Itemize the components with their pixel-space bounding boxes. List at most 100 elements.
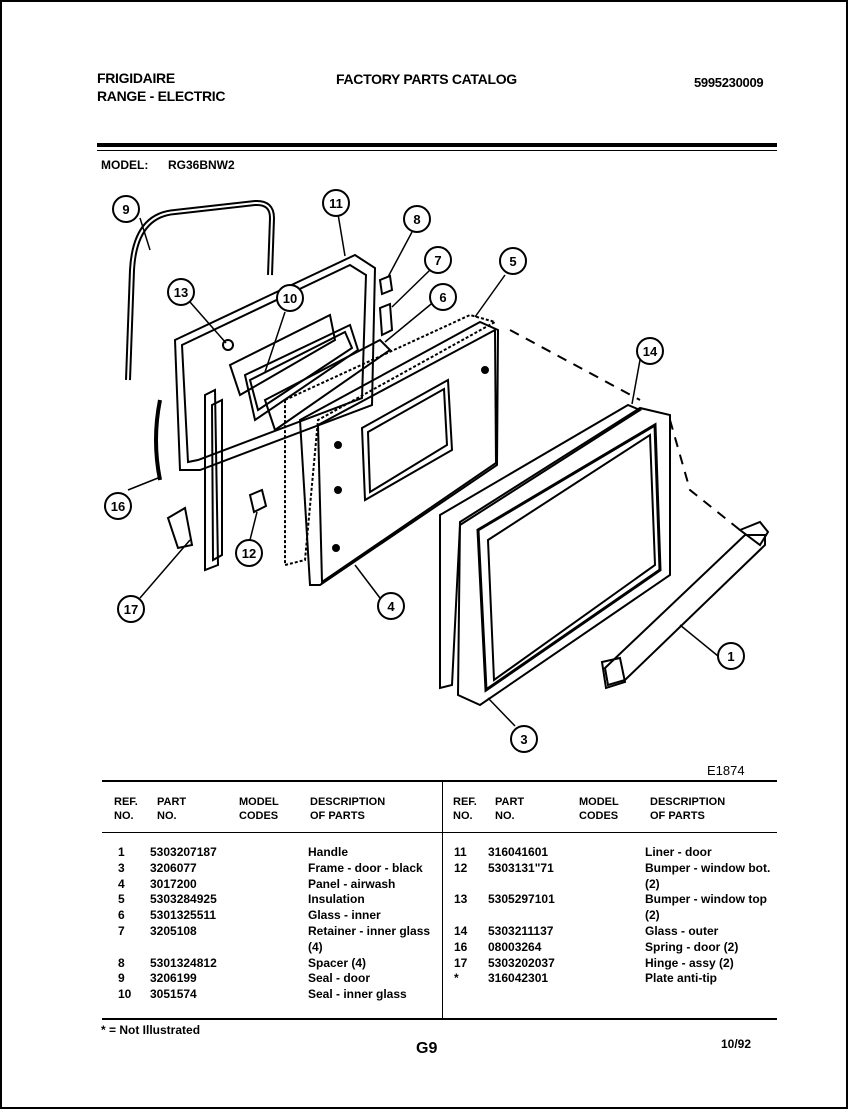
table-cell-desc: Spring - door (2) xyxy=(645,939,739,954)
svg-text:6: 6 xyxy=(439,290,446,305)
catalog-title: FACTORY PARTS CATALOG xyxy=(336,71,517,87)
table-cell-desc: Spacer (4) xyxy=(308,955,367,970)
table-cell-ref: 10 xyxy=(118,987,132,1002)
table-cell-ref: 7 xyxy=(118,924,125,938)
table-cell-desc: Liner - door xyxy=(645,845,712,859)
table-top-rule xyxy=(102,780,777,782)
table-cell-part: 316042301 xyxy=(488,971,549,986)
table-cell-part: 3051574 xyxy=(150,987,197,1002)
table-cell-part: 5303211137 xyxy=(488,924,554,938)
svg-text:1: 1 xyxy=(727,649,734,664)
table-cell-part: 5301324812 xyxy=(150,955,217,970)
callout-16: 16 xyxy=(104,492,132,520)
table-cell-ref: 11 xyxy=(454,845,467,859)
table-cell-ref: 4 xyxy=(118,876,125,891)
callout-8: 8 xyxy=(403,205,431,233)
table-cell-ref: 6 xyxy=(118,908,125,923)
table-cell-part: 5303207187 xyxy=(150,845,217,859)
callout-17: 17 xyxy=(117,595,145,623)
header-rule-thin xyxy=(97,150,777,151)
table-cell-part: 5303284925 xyxy=(150,892,217,907)
table-cell-ref: 12 xyxy=(454,860,468,875)
svg-text:9: 9 xyxy=(122,202,129,217)
table-cell-ref: 13 xyxy=(454,892,468,907)
table-cell-desc: Bumper - window bot. xyxy=(645,860,771,875)
header-ref-left: REF.NO. xyxy=(114,796,138,822)
model-number: RG36BNW2 xyxy=(168,158,235,172)
svg-text:11: 11 xyxy=(329,196,343,211)
callout-14: 14 xyxy=(636,337,664,365)
table-cell-ref: 5 xyxy=(118,892,125,907)
table-cell-desc: Seal - door xyxy=(308,971,371,986)
svg-text:10: 10 xyxy=(283,291,297,306)
table-cell-part: 3017200 xyxy=(150,876,197,891)
svg-text:4: 4 xyxy=(387,599,395,614)
table-cell-desc: Retainer - inner glass xyxy=(308,924,431,938)
table-cell-desc: Plate anti-tip xyxy=(645,971,718,986)
exploded-door-diagram: 9 11 8 7 5 6 13 10 14 16 12 17 4 1 3 xyxy=(104,189,770,753)
svg-text:8: 8 xyxy=(413,212,420,227)
table-cell-desc: Hinge - assy (2) xyxy=(645,955,734,970)
table-cell-ref: 16 xyxy=(454,939,468,954)
table-cell-desc: Handle xyxy=(308,845,349,859)
callout-1: 1 xyxy=(717,642,745,670)
brand-name: FRIGIDAIRE xyxy=(97,70,175,86)
table-divider xyxy=(442,780,443,1020)
callout-5: 5 xyxy=(499,247,527,275)
callout-7: 7 xyxy=(424,246,452,274)
footnote: * = Not Illustrated xyxy=(101,1023,201,1037)
callout-6: 6 xyxy=(429,283,457,311)
svg-text:14: 14 xyxy=(643,344,658,359)
table-cell-ref: 3 xyxy=(118,860,125,875)
table-cell-part: 5305297101 xyxy=(488,892,555,907)
svg-text:7: 7 xyxy=(434,253,441,268)
callout-13: 13 xyxy=(167,278,195,306)
svg-text:16: 16 xyxy=(111,499,125,514)
header-ref-right: REF.NO. xyxy=(453,796,477,822)
table-cell-ref: 17 xyxy=(454,955,468,970)
table-cell-ref: * xyxy=(454,971,459,986)
table-cell-desc: Bumper - window top xyxy=(645,892,767,907)
table-cell-part: 3206199 xyxy=(150,971,197,986)
table-cell-part: 08003264 xyxy=(488,939,542,954)
table-cell-part: 316041601 xyxy=(488,845,549,859)
table-cell-desc: (2) xyxy=(645,908,660,923)
table-cell-desc: Glass - inner xyxy=(308,908,381,923)
table-cell-part: 5301325511 xyxy=(150,908,217,923)
table-cell-desc: Panel - airwash xyxy=(308,876,396,891)
svg-text:5: 5 xyxy=(509,254,516,269)
callout-12: 12 xyxy=(235,539,263,567)
table-cell-part: 5303131"71 xyxy=(488,860,554,875)
catalog-number: 5995230009 xyxy=(694,75,764,90)
svg-text:13: 13 xyxy=(174,285,188,300)
callout-markers: 9 11 8 7 5 6 13 10 14 16 12 17 4 1 3 xyxy=(104,189,745,753)
table-cell-part: 3206077 xyxy=(150,860,197,875)
table-header-rule xyxy=(102,832,777,833)
callout-4: 4 xyxy=(377,592,405,620)
callout-3: 3 xyxy=(510,725,538,753)
callout-10: 10 xyxy=(276,284,304,312)
table-cell-part: 3205108 xyxy=(150,924,197,938)
svg-text:3: 3 xyxy=(520,732,527,747)
table-cell-desc: (2) xyxy=(645,876,660,891)
table-cell-desc: Frame - door - black xyxy=(308,860,423,875)
table-cell-ref: 9 xyxy=(118,971,125,986)
table-cell-desc: Seal - inner glass xyxy=(308,987,407,1002)
table-cell-desc: (4) xyxy=(308,939,323,954)
svg-text:17: 17 xyxy=(124,602,138,617)
product-type: RANGE - ELECTRIC xyxy=(97,88,226,104)
figure-reference: E1874 xyxy=(707,763,745,778)
model-label: MODEL: xyxy=(101,158,149,172)
svg-text:12: 12 xyxy=(242,546,256,561)
catalog-date: 10/92 xyxy=(721,1037,752,1051)
callout-9: 9 xyxy=(112,195,140,223)
table-cell-part: 5303202037 xyxy=(488,955,555,970)
